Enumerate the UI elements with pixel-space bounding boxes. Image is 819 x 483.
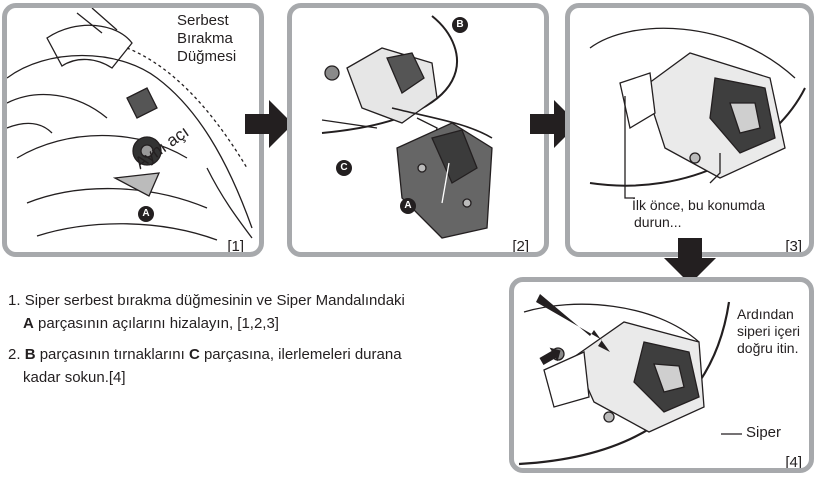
panel-step-4: Ardından siperi içeri doğru itin. Siper … [509,277,814,473]
release-button-label-2: Bırakma [177,30,236,48]
panel-label: [3] [782,239,805,255]
marker-b: B [452,17,468,33]
panel-step-3: İlk önce, bu konumda durun... [3] [565,3,814,257]
step-text: kadar sokun.[4] [23,369,126,386]
step-text: parçasının tırnaklarını [36,346,189,363]
note-line-1: Ardından [737,306,800,323]
instruction-step-1: 1. Siper serbest bırakma düğmesinin ve S… [8,289,503,335]
shield-latch-illustration [292,8,544,252]
step-number: 2. [8,346,21,363]
step-text: parçasının açılarını hizalayın, [1,2,3] [34,315,279,332]
panel-label: [1] [224,239,247,255]
note-line-2: siperi içeri [737,323,800,340]
note-line-3: doğru itin. [737,340,800,357]
marker-c: C [336,160,352,176]
marker-a: A [400,198,416,214]
release-button-label-3: Düğmesi [177,48,236,66]
part-c-label: C [189,346,200,363]
note-line-2: durun... [632,214,765,231]
part-a-label: A [23,315,34,332]
panel-step-2: B C A [2] [287,3,549,257]
note-line-1: İlk önce, bu konumda [632,197,765,214]
step-text: Siper serbest bırakma düğmesinin ve Sipe… [25,292,405,309]
shield-label: Siper [746,424,781,442]
instruction-step-2: 2. B parçasının tırnaklarını C parçasına… [8,343,503,389]
step-text: parçasına, ilerlemeleri durana [200,346,402,363]
panel-step-1: Serbest Bırakma Düğmesi Aynı açı A [1] [2,3,264,257]
step-arrow-icon [245,100,293,148]
step-number: 1. [8,292,21,309]
panel-label: [4] [782,455,805,471]
part-b-label: B [25,346,36,363]
panel-label: [2] [509,239,532,255]
release-button-label-1: Serbest [177,12,236,30]
marker-a: A [138,206,154,222]
